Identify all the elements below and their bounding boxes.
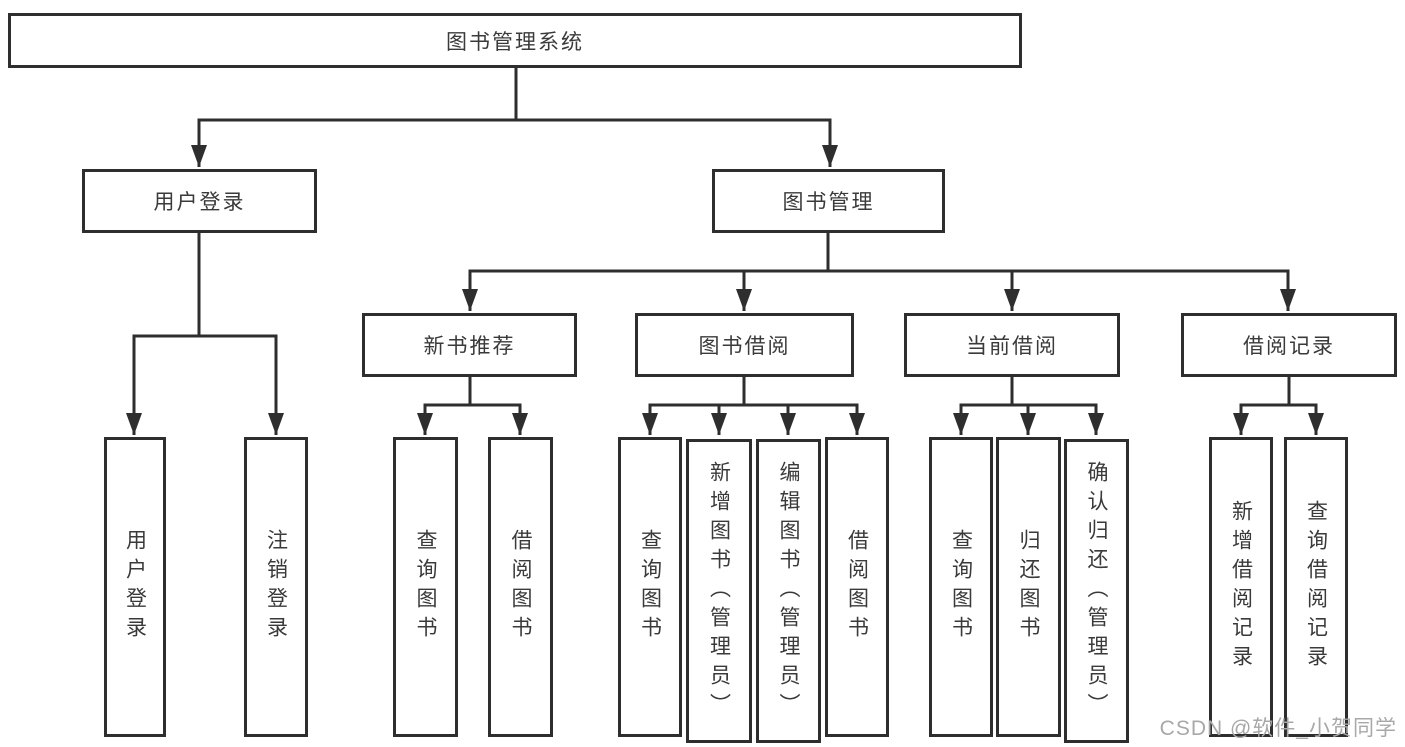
leaf-user-login: 用户登录 <box>104 437 166 737</box>
leaf-logout: 注销登录 <box>244 437 308 737</box>
leaf-edit-book-admin-label: 编辑图书（管理员） <box>777 460 800 722</box>
node-root-label: 图书管理系统 <box>446 30 584 54</box>
leaf-borrow-books-1-label: 借阅图书 <box>509 529 532 645</box>
node-book-management: 图书管理 <box>712 169 945 233</box>
leaf-edit-book-admin: 编辑图书（管理员） <box>756 439 821 743</box>
leaf-query-books-3: 查询图书 <box>929 437 993 737</box>
leaf-borrow-books-2-label: 借阅图书 <box>845 529 869 645</box>
leaf-return-book: 归还图书 <box>996 437 1061 737</box>
node-book-management-label: 图书管理 <box>782 191 875 214</box>
node-book-borrow: 图书借阅 <box>635 313 854 377</box>
leaf-query-books-1-label: 查询图书 <box>414 529 437 645</box>
leaf-query-books-2: 查询图书 <box>618 437 682 737</box>
leaf-add-borrow-record-label: 新增借阅记录 <box>1229 500 1253 674</box>
node-user-login-label: 用户登录 <box>153 191 246 214</box>
leaf-borrow-books-2: 借阅图书 <box>825 437 889 737</box>
leaf-add-borrow-record: 新增借阅记录 <box>1209 437 1273 737</box>
csdn-watermark: CSDN @软件_小贺同学 <box>1159 717 1397 740</box>
node-current-borrow-label: 当前借阅 <box>966 335 1058 358</box>
leaf-query-borrow-record-label: 查询借阅记录 <box>1304 500 1328 674</box>
node-user-login: 用户登录 <box>82 169 317 233</box>
node-new-book-recommend-label: 新书推荐 <box>423 335 516 358</box>
leaf-query-books-1: 查询图书 <box>393 437 458 737</box>
connector-trunk-paths <box>132 66 1318 407</box>
leaf-query-books-3-label: 查询图书 <box>949 529 973 645</box>
leaf-add-book-admin-label: 新增图书（管理员） <box>707 460 731 722</box>
leaf-logout-label: 注销登录 <box>264 529 288 645</box>
node-root: 图书管理系统 <box>8 13 1022 68</box>
leaf-user-login-label: 用户登录 <box>123 529 147 645</box>
leaf-query-books-2-label: 查询图书 <box>638 529 662 645</box>
leaf-confirm-return-admin-label: 确认归还（管理员） <box>1085 460 1108 722</box>
node-current-borrow: 当前借阅 <box>904 313 1120 377</box>
node-new-book-recommend: 新书推荐 <box>362 313 577 377</box>
leaf-borrow-books-1: 借阅图书 <box>488 437 553 737</box>
leaf-return-book-label: 归还图书 <box>1017 529 1040 645</box>
leaf-query-borrow-record: 查询借阅记录 <box>1284 437 1348 737</box>
leaf-confirm-return-admin: 确认归还（管理员） <box>1064 439 1129 743</box>
node-book-borrow-label: 图书借阅 <box>698 335 791 358</box>
leaf-add-book-admin: 新增图书（管理员） <box>686 439 752 743</box>
node-borrow-records-label: 借阅记录 <box>1243 335 1335 358</box>
node-borrow-records: 借阅记录 <box>1181 313 1397 377</box>
